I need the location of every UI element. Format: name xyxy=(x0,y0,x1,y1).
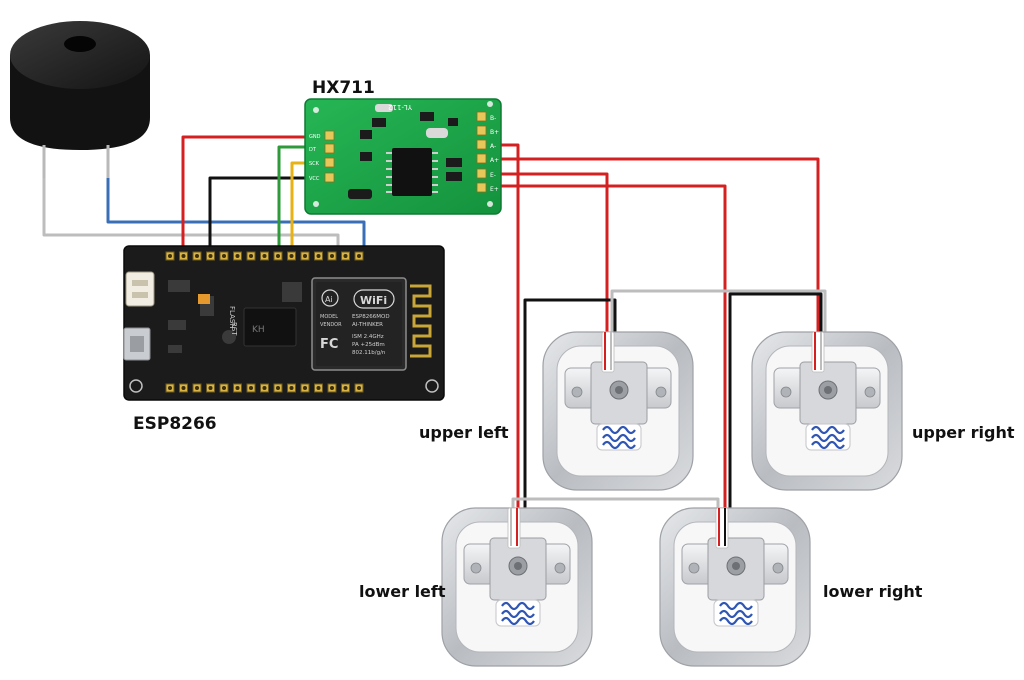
svg-text:PA +25dBm: PA +25dBm xyxy=(352,342,385,348)
load-cell-upper-right xyxy=(750,330,904,492)
header-pin-hole xyxy=(343,254,348,258)
lower-right-label: lower right xyxy=(823,582,923,601)
header-pin-hole xyxy=(262,386,267,390)
hx711-pin-label: E- xyxy=(490,172,496,179)
wire-link-grey-top xyxy=(610,289,827,345)
header-pin-hole xyxy=(181,254,186,258)
hx711-pin-label: A+ xyxy=(490,157,499,164)
hx711-board: YL-112 B- B+ A- A+ E- E+ GND DT SCK VCC xyxy=(304,98,502,215)
header-pin-hole xyxy=(276,386,280,390)
rst-label: RST xyxy=(230,322,238,336)
header-pin-hole xyxy=(168,386,172,390)
hx711-pin-label: B- xyxy=(490,115,496,122)
header-pin-hole xyxy=(289,386,294,390)
header-pin-hole xyxy=(276,254,280,258)
hx711-pin-label: VCC xyxy=(309,176,320,182)
svg-text:MODEL: MODEL xyxy=(320,314,338,320)
svg-text:ESP8266MOD: ESP8266MOD xyxy=(352,314,390,320)
wire-hx-red-lower-right xyxy=(478,184,727,520)
header-pin-hole xyxy=(303,386,307,390)
header-pin-hole xyxy=(235,386,240,390)
load-cell-lower-left xyxy=(440,506,594,668)
esp8266-board: KH FLASH RST Ai WiFi MODEL VENDOR ESP826… xyxy=(123,245,445,401)
wire-buzzer-grey xyxy=(42,178,340,252)
header-pin-hole xyxy=(316,254,321,258)
hx711-pin-label: SCK xyxy=(309,161,320,167)
header-pin-hole xyxy=(222,254,226,258)
header-pin-hole xyxy=(330,386,334,390)
svg-text:VENDOR: VENDOR xyxy=(320,322,342,328)
wire-vcc-red xyxy=(181,135,330,252)
wire-link-black-right xyxy=(728,292,823,520)
lower-left-label: lower left xyxy=(359,582,446,601)
svg-text:AI-THINKER: AI-THINKER xyxy=(352,322,383,328)
header-pin-hole xyxy=(168,254,172,258)
flash-label: FLASH xyxy=(228,306,236,329)
wires xyxy=(42,135,827,520)
fc-logo: FC xyxy=(320,337,338,352)
antenna-trace xyxy=(410,284,432,358)
wifi-logo: WiFi xyxy=(360,294,387,307)
hx711-pin-label: GND xyxy=(309,134,321,140)
header-pin-hole xyxy=(262,254,267,258)
wire-buzzer-blue xyxy=(106,178,366,252)
hx711-silkscreen: YL-112 xyxy=(388,103,413,111)
esp8266-label: ESP8266 xyxy=(133,414,217,434)
hx711-pin-label: B+ xyxy=(490,129,499,136)
header-pin-hole xyxy=(357,254,361,258)
header-pin-hole xyxy=(222,386,226,390)
buzzer xyxy=(10,21,150,180)
header-pin-hole xyxy=(208,386,213,390)
svg-text:ISM 2.4GHz: ISM 2.4GHz xyxy=(352,334,384,340)
header-pin-hole xyxy=(330,254,334,258)
wire-hx-red-upper-left xyxy=(478,172,609,345)
wire-hx-red-upper-right xyxy=(478,157,820,345)
header-pin-hole xyxy=(195,386,199,390)
hx711-pin-label: A- xyxy=(490,143,496,150)
header-pin-hole xyxy=(303,254,307,258)
svg-text:802.11b/g/n: 802.11b/g/n xyxy=(352,350,386,356)
header-pin-hole xyxy=(235,254,240,258)
header-pin-hole xyxy=(195,254,199,258)
chip-marking: KH xyxy=(252,325,265,335)
upper-left-label: upper left xyxy=(419,423,509,442)
esp-top-header xyxy=(165,251,364,261)
header-pin-hole xyxy=(181,386,186,390)
header-pin-hole xyxy=(289,254,294,258)
header-pin-hole xyxy=(343,386,348,390)
esp-bottom-header xyxy=(165,383,364,393)
load-cell-lower-right xyxy=(658,506,812,668)
header-pin-hole xyxy=(249,386,253,390)
header-pin-hole xyxy=(316,386,321,390)
wire-link-black-left xyxy=(523,298,617,520)
header-pin-hole xyxy=(357,386,361,390)
svg-text:Ai: Ai xyxy=(325,295,333,304)
load-cell-upper-left xyxy=(541,330,695,492)
wire-gnd-black xyxy=(208,176,330,252)
upper-right-label: upper right xyxy=(912,423,1015,442)
hx711-pin-label: DT xyxy=(309,147,317,153)
header-pin-hole xyxy=(249,254,253,258)
header-pin-hole xyxy=(208,254,213,258)
hx711-label: HX711 xyxy=(312,78,375,98)
hx711-pin-label: E+ xyxy=(490,186,499,193)
